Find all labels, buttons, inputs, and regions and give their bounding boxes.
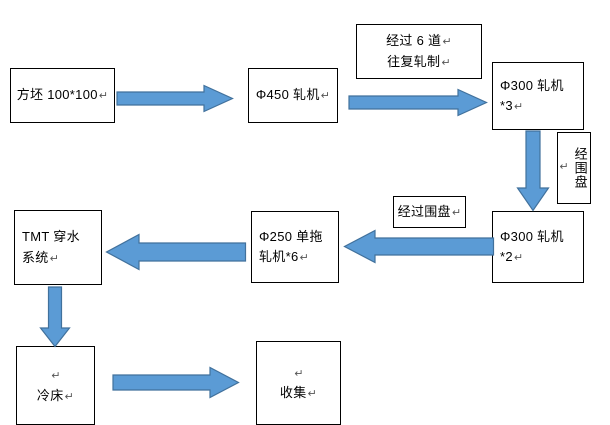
mill-300-x2-line-1: Φ300 轧机 (500, 228, 564, 244)
cooling-bed-box: ↵ 冷床↵ (16, 346, 95, 425)
arrow-300x2-to-250 (343, 229, 495, 264)
pilcrow-icon: ↵ (513, 101, 524, 113)
pilcrow-icon: ↵ (559, 161, 570, 174)
arrow-cooling-bed-to-collection (112, 366, 240, 399)
pilcrow-icon: ↵ (320, 90, 331, 103)
tmt-line-2: 系统 (22, 249, 49, 265)
mill-300-x3-box: Φ300 轧机 *3↵ (492, 62, 584, 130)
loop-coil-vertical-label: 经围盘 (572, 147, 588, 189)
tmt-water-cooling-box: TMT 穿水 系统↵ (14, 210, 102, 285)
loop-coil-vertical-note-box: 经围盘↵ (557, 132, 591, 204)
billet-box: 方坯 100*100↵ (10, 68, 115, 123)
pilcrow-icon: ↵ (442, 36, 452, 49)
arrow-tmt-to-cooling-bed (39, 286, 71, 348)
mill-250-line-2: 轧机*6 (259, 249, 299, 264)
mill-300-x3-line-1: Φ300 轧机 (500, 77, 564, 93)
arrow-450-to-300x3 (348, 88, 488, 117)
pilcrow-icon: ↵ (441, 56, 451, 69)
pilcrow-icon: ↵ (299, 252, 310, 264)
mill-300-x2-line-2: *2 (500, 249, 513, 264)
collection-box: ↵ 收集↵ (256, 341, 341, 425)
pilcrow-icon: ↵ (49, 252, 60, 265)
arrow-250-to-tmt (105, 233, 247, 271)
six-pass-line-1: 经过 6 道 (386, 33, 442, 49)
pilcrow-icon: ↵ (294, 367, 304, 380)
pilcrow-icon: ↵ (307, 388, 318, 400)
six-pass-line-2: 往复轧制 (387, 53, 441, 69)
pilcrow-icon: ↵ (98, 90, 109, 103)
mill-450-label: Φ450 轧机 (255, 87, 320, 103)
pilcrow-icon: ↵ (64, 390, 75, 403)
collection-label: 收集 (279, 385, 307, 400)
mill-300-x3-line-2: *3 (500, 98, 513, 113)
arrow-300x3-to-300x2 (516, 130, 550, 212)
mill-250-line-1: Φ250 单拖 (259, 228, 323, 244)
arrow-billet-to-450 (116, 84, 234, 113)
cooling-bed-label: 冷床 (36, 387, 64, 403)
pilcrow-icon: ↵ (513, 252, 524, 264)
pilcrow-icon: ↵ (51, 370, 61, 383)
pilcrow-icon: ↵ (451, 206, 462, 219)
mill-250-single-drive-box: Φ250 单拖 轧机*6↵ (251, 211, 339, 283)
through-loop-note-box: 经过围盘↵ (393, 196, 466, 228)
billet-label: 方坯 100*100 (16, 87, 98, 103)
through-loop-label: 经过围盘 (397, 203, 451, 219)
mill-450-box: Φ450 轧机↵ (248, 68, 338, 123)
mill-300-x2-box: Φ300 轧机 *2↵ (492, 211, 584, 283)
six-pass-note-box: 经过 6 道↵ 往复轧制↵ (356, 24, 482, 79)
tmt-line-1: TMT 穿水 (22, 229, 80, 245)
